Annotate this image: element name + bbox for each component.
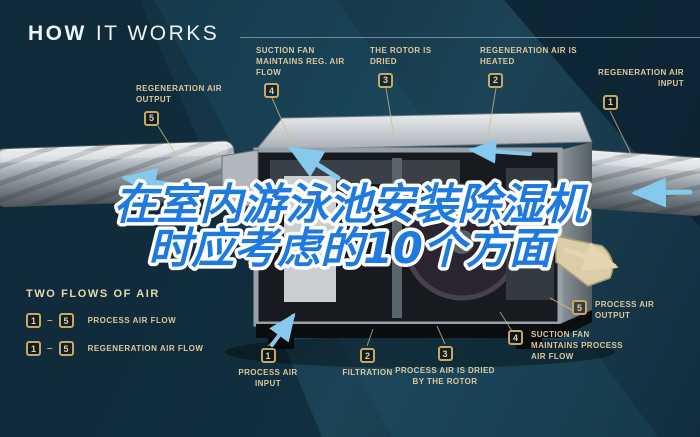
step-badge: 4 [264, 83, 279, 99]
callout-rotor-is-dried: THE ROTOR IS DRIED 3 [370, 46, 452, 88]
legend-heading: TWO FLOWS OF AIR [26, 288, 160, 300]
process-output-arrow [563, 242, 619, 271]
legend-badge-from: 1 [26, 341, 41, 356]
legend-badge-to: 5 [58, 341, 74, 356]
legend-badge-to: 5 [58, 313, 74, 328]
right-duct [573, 149, 700, 216]
step-badge: 2 [360, 348, 375, 363]
rotor-hub [450, 230, 474, 254]
step-badge: 1 [603, 94, 618, 110]
interior-panel [284, 176, 336, 302]
callout-regeneration-air-heated: REGENERATION AIR IS HEATED 2 [480, 46, 584, 88]
callout-label: REGENERATION AIR IS HEATED [480, 46, 577, 66]
dehumidifier-unit [221, 111, 614, 349]
step-badge: 1 [260, 348, 276, 363]
legend-row-regeneration: 1 – 5 REGENERATION AIR FLOW [26, 341, 203, 356]
legend-two-flows: TWO FLOWS OF AIR 1 – 5 PROCESS AIR FLOW … [26, 288, 203, 356]
callout-regeneration-air-output: REGENERATION AIR OUTPUT 5 [136, 84, 248, 126]
title-bold: HOW [28, 22, 87, 45]
legend-badge-from: 1 [26, 313, 41, 328]
callout-suction-fan-process: 4 SUCTION FAN MAINTAINS PROCESS AIR FLOW [508, 330, 628, 362]
unit-foot-left [268, 338, 294, 349]
callout-label: PROCESS AIR OUTPUT [595, 300, 655, 320]
callout-label: PROCESS AIR INPUT [238, 368, 298, 388]
title-light: IT WORKS [95, 22, 220, 45]
rotor-flow-arrow [468, 139, 532, 164]
left-duct [0, 140, 237, 208]
page-title: HOW IT WORKS [28, 22, 219, 46]
callout-label: SUCTION FAN MAINTAINS REG. AIR FLOW [256, 46, 345, 77]
step-badge: 5 [572, 300, 587, 315]
callout-process-air-input: 1 PROCESS AIR INPUT [232, 348, 304, 390]
callout-label: THE ROTOR IS DRIED [370, 46, 432, 66]
airflow-arrows [121, 139, 693, 347]
fan-compartment [506, 168, 554, 300]
interior-divider [392, 158, 402, 318]
callout-label: SUCTION FAN MAINTAINS PROCESS AIR FLOW [531, 330, 623, 361]
legend-label: PROCESS AIR FLOW [87, 316, 177, 325]
regeneration-flow-arrow [287, 146, 341, 181]
step-badge: 4 [508, 330, 523, 345]
left-duct-collar [221, 149, 259, 211]
step-badge: 3 [378, 72, 393, 88]
callout-suction-fan-reg: SUCTION FAN MAINTAINS REG. AIR FLOW 4 [256, 46, 356, 99]
regeneration-output-arrow [121, 168, 217, 198]
callout-label: REGENERATION AIR INPUT [598, 68, 684, 88]
legend-separator: – [47, 343, 53, 354]
callout-label: REGENERATION AIR OUTPUT [136, 84, 222, 104]
legend-label: REGENERATION AIR FLOW [87, 344, 204, 353]
step-badge: 3 [437, 346, 453, 361]
unit-foot-right [516, 338, 542, 349]
unit-right-panel [560, 142, 592, 324]
step-badge: 5 [144, 110, 159, 126]
legend-row-process: 1 – 5 PROCESS AIR FLOW [26, 313, 203, 328]
process-input-arrow [269, 312, 296, 347]
regeneration-input-arrow [631, 177, 693, 208]
callout-regeneration-air-input: REGENERATION AIR INPUT 1 [584, 68, 684, 110]
callout-label: FILTRATION [342, 368, 393, 377]
unit-top-panel [254, 111, 593, 151]
step-badge: 2 [488, 72, 503, 88]
callout-process-air-dried: 3 PROCESS AIR IS DRIED BY THE ROTOR [390, 346, 500, 388]
title-rule [240, 37, 700, 38]
callout-process-air-output: 5 PROCESS AIR OUTPUT [572, 300, 672, 322]
callout-label: PROCESS AIR IS DRIED BY THE ROTOR [395, 366, 495, 386]
legend-separator: – [47, 315, 53, 326]
callout-filtration: 2 FILTRATION [330, 348, 405, 379]
